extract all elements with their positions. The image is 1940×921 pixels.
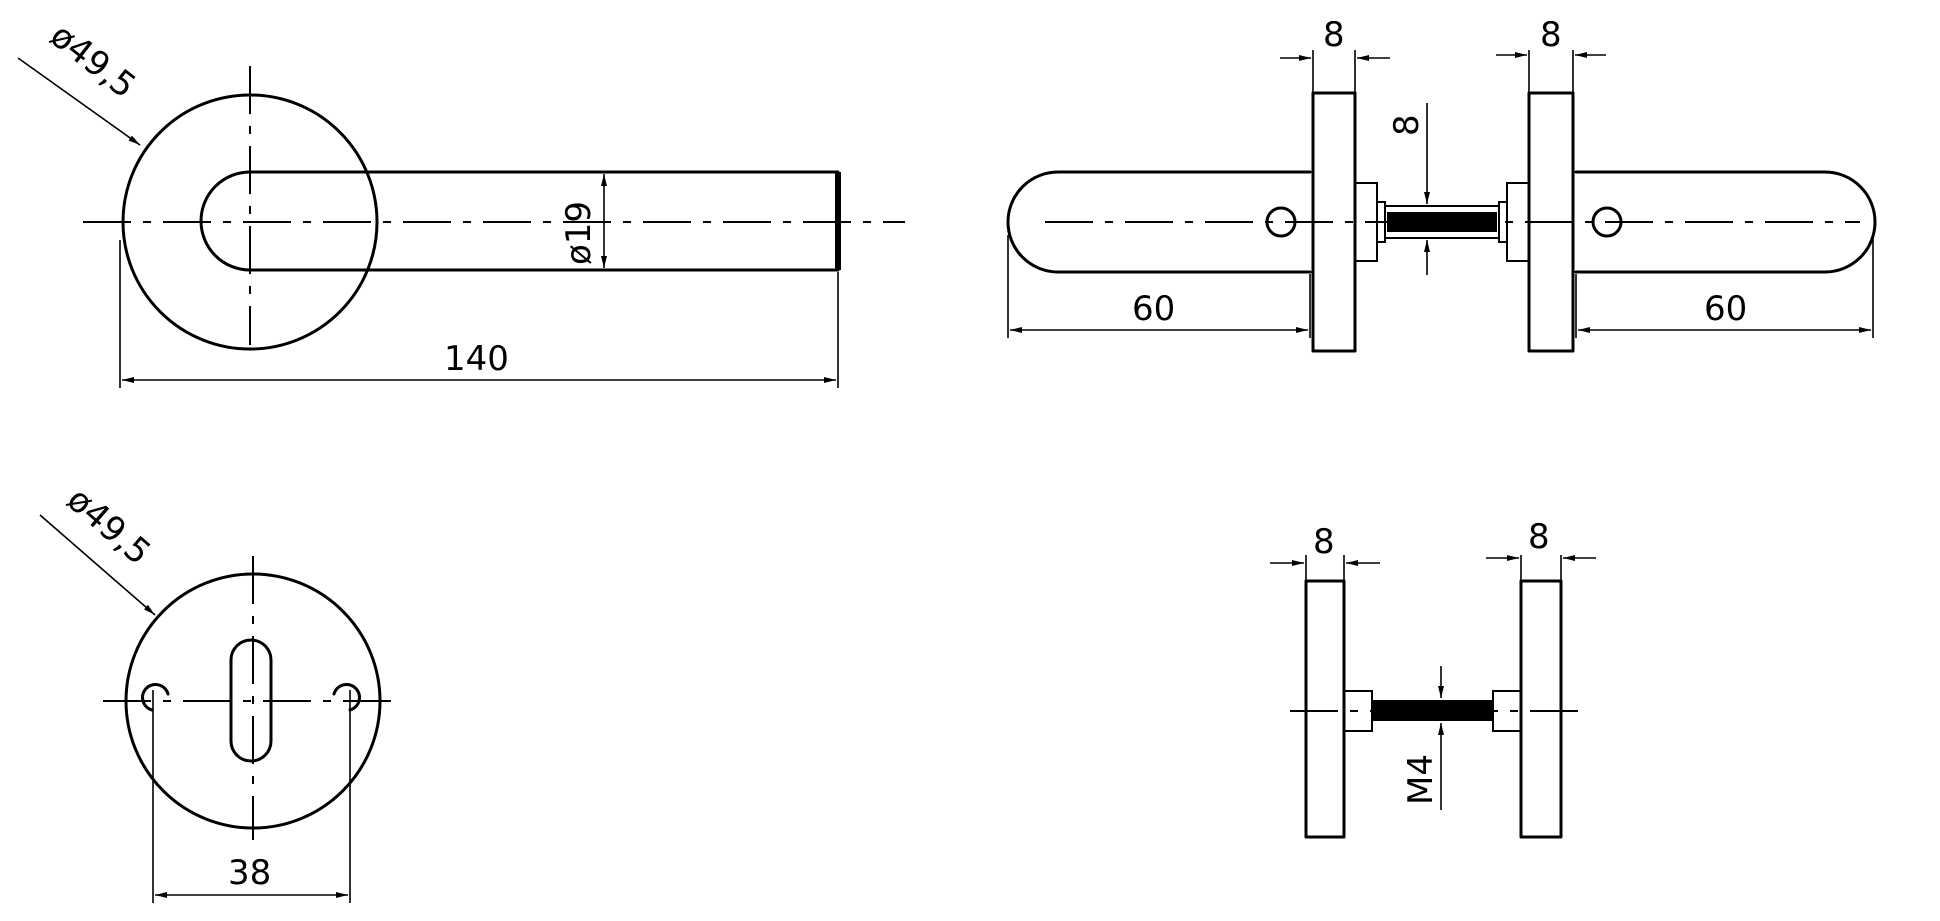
escutcheon-diameter-label: ø49,5 xyxy=(59,480,158,574)
right-escutcheon-label: 8 xyxy=(1528,517,1550,557)
escutcheon-side-view: 8 8 M4 xyxy=(1270,517,1596,839)
left-screw-hole xyxy=(140,682,170,712)
right-reach-label: 60 xyxy=(1704,289,1747,329)
spindle-size-label: 8 xyxy=(1387,114,1427,136)
rose-diameter-leader xyxy=(17,57,141,146)
left-plate-label: 8 xyxy=(1323,15,1345,55)
lever-side-view: 8 8 8 60 60 xyxy=(1006,15,1877,353)
spindle-hatch xyxy=(1387,212,1497,232)
escutcheon-front-view: ø49,5 38 xyxy=(39,480,400,903)
right-screw-hole xyxy=(332,682,362,712)
lever-bar xyxy=(199,170,840,272)
escutcheon-diameter-leader xyxy=(39,514,156,616)
rose-diameter-label: ø49,5 xyxy=(42,16,143,107)
screw-spacing-label: 38 xyxy=(228,853,271,893)
right-lever xyxy=(1574,170,1877,274)
left-escutcheon-label: 8 xyxy=(1313,522,1335,562)
lever-front-view: ø49,5 ø19 140 xyxy=(17,16,905,388)
left-escutcheon-plate xyxy=(1304,579,1346,839)
right-plate-label: 8 xyxy=(1540,15,1562,55)
thread-size-label: M4 xyxy=(1401,754,1441,805)
left-lever xyxy=(1006,170,1312,274)
left-reach-label: 60 xyxy=(1132,289,1175,329)
length-label: 140 xyxy=(444,339,509,379)
right-escutcheon-plate xyxy=(1519,579,1563,839)
bar-diameter-label: ø19 xyxy=(559,201,599,265)
